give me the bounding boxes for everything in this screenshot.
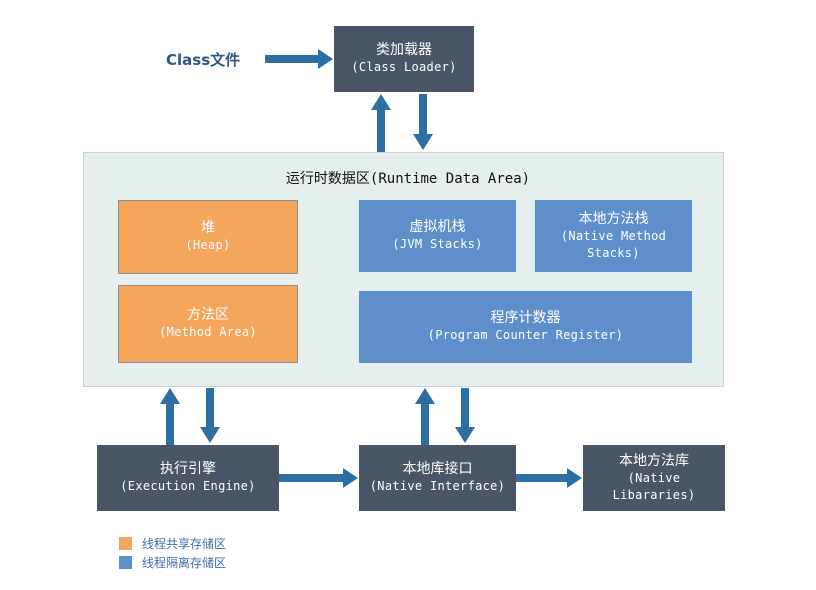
arrow-interface-to-area	[415, 388, 435, 445]
heap-box: 堆 (Heap)	[118, 200, 298, 274]
legend-shared: 线程共享存储区	[119, 535, 226, 552]
arrow-area-to-interface	[455, 388, 475, 443]
native-method-stacks-title: 本地方法栈	[578, 210, 649, 227]
execution-engine-subtitle: (Execution Engine)	[120, 479, 256, 493]
class-loader-title: 类加载器	[376, 42, 432, 58]
native-libraries-subtitle-2: Libararies)	[612, 487, 696, 502]
native-libraries-box: 本地方法库 (Native Libararies)	[583, 445, 725, 511]
arrow-area-to-engine	[200, 388, 220, 443]
legend-isolated-label: 线程隔离存储区	[142, 556, 227, 570]
program-counter-subtitle: (Program Counter Register)	[427, 328, 624, 342]
class-loader-subtitle: (Class Loader)	[351, 60, 457, 74]
program-counter-title: 程序计数器	[490, 310, 561, 326]
arrow-classfile-to-loader	[265, 49, 333, 69]
heap-title: 堆	[201, 220, 215, 236]
jvm-stacks-subtitle: (JVM Stacks)	[392, 237, 483, 251]
legend-isolated-swatch	[119, 556, 132, 569]
legend-shared-label: 线程共享存储区	[142, 537, 227, 551]
legend-shared-swatch	[119, 537, 132, 550]
arrow-area-to-loader	[371, 94, 391, 152]
arrow-loader-to-area	[413, 94, 433, 150]
native-libraries-subtitle-1: (Native	[627, 470, 681, 485]
heap-subtitle: (Heap)	[185, 238, 231, 252]
native-method-stacks-box: 本地方法栈 (Native Method Stacks)	[535, 200, 692, 272]
method-area-box: 方法区 (Method Area)	[118, 285, 298, 363]
native-interface-box: 本地库接口 (Native Interface)	[359, 445, 516, 511]
native-interface-title: 本地库接口	[402, 461, 473, 477]
execution-engine-box: 执行引擎 (Execution Engine)	[97, 445, 279, 511]
arrow-engine-to-interface	[279, 468, 358, 488]
execution-engine-title: 执行引擎	[160, 461, 216, 477]
legend-isolated: 线程隔离存储区	[119, 554, 226, 571]
native-method-stacks-subtitle-1: (Native Method	[560, 228, 667, 243]
jvm-stacks-title: 虚拟机栈	[409, 219, 466, 235]
native-libraries-title: 本地方法库	[619, 452, 689, 469]
class-file-label: Class文件	[166, 51, 241, 69]
class-loader-box: 类加载器 (Class Loader)	[334, 26, 474, 92]
arrow-engine-to-area	[160, 388, 180, 445]
runtime-data-area-title-en: (Runtime Data Area)	[369, 171, 531, 187]
runtime-data-area-title-zh: 运行时数据区	[285, 171, 370, 187]
method-area-subtitle: (Method Area)	[159, 325, 257, 339]
method-area-title: 方法区	[187, 307, 229, 323]
native-interface-subtitle: (Native Interface)	[369, 479, 506, 493]
arrow-interface-to-libraries	[516, 468, 582, 488]
jvm-stacks-box: 虚拟机栈 (JVM Stacks)	[359, 200, 516, 272]
native-method-stacks-subtitle-2: Stacks)	[587, 245, 640, 260]
runtime-data-area-title: 运行时数据区(Runtime Data Area)	[0, 168, 816, 188]
program-counter-box: 程序计数器 (Program Counter Register)	[359, 291, 692, 363]
